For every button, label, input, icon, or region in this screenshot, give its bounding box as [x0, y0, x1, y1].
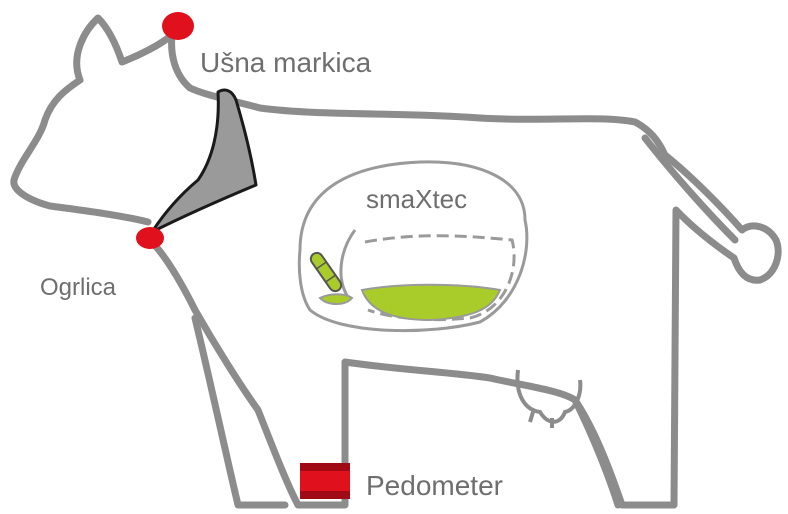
rumen-fluid-small	[320, 294, 352, 304]
pedometer-label: Pedometer	[366, 472, 503, 500]
bolus-label: smaXtec	[366, 186, 467, 212]
ear-tag-label: Ušna markica	[200, 49, 371, 77]
collar-sensor-icon	[136, 227, 164, 249]
collar-icon	[152, 90, 256, 232]
collar-label: Ogrlica	[40, 276, 116, 300]
cow-hind-leg-outline	[575, 400, 618, 505]
cow-back-leg-outline	[195, 318, 285, 505]
ear-tag-icon	[162, 12, 194, 40]
pedometer-icon	[300, 463, 350, 499]
